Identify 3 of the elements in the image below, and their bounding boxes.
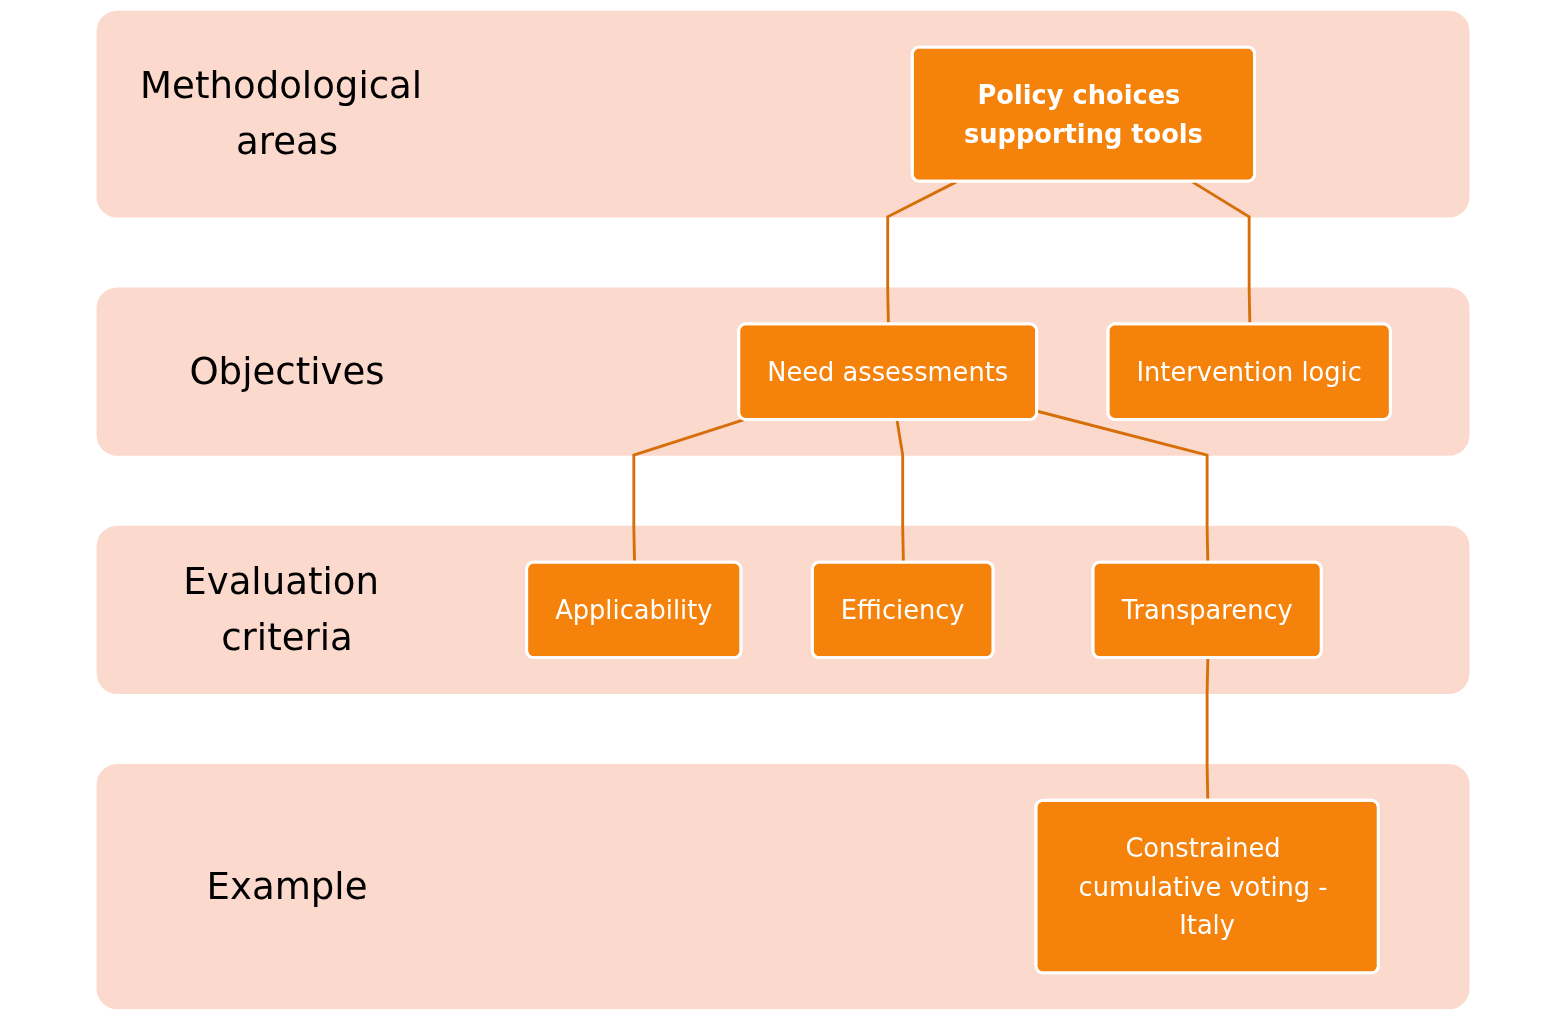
connector — [632, 418, 746, 563]
connector — [896, 419, 906, 563]
connector — [1037, 409, 1210, 563]
